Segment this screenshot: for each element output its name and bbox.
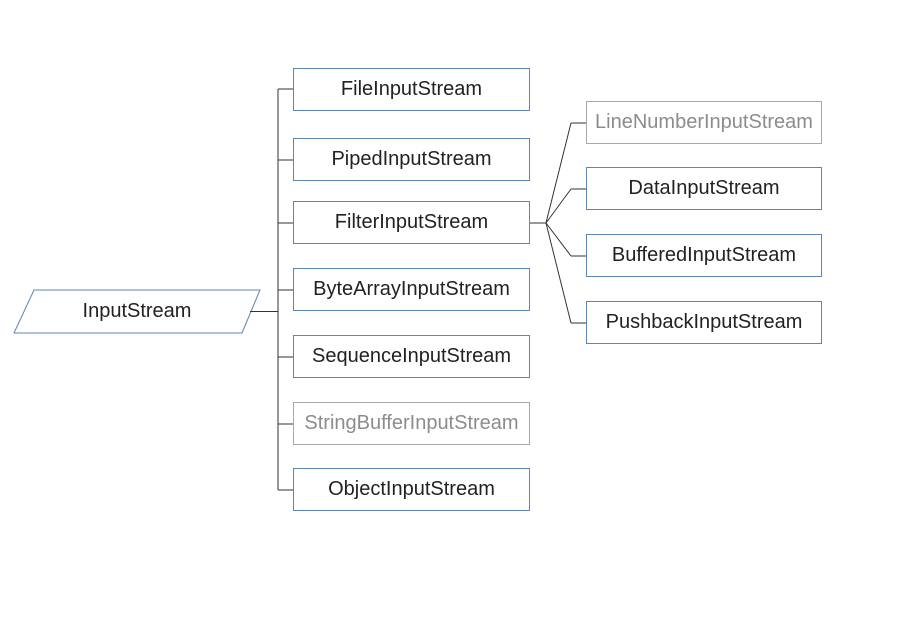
node-string-buffer-input-stream: StringBufferInputStream <box>293 402 530 445</box>
fan-linenumber <box>545 122 572 224</box>
node-piped-input-stream: PipedInputStream <box>293 138 530 181</box>
fan-data <box>545 188 572 224</box>
node-buffered-input-stream: BufferedInputStream <box>586 234 822 277</box>
node-byte-array-input-stream: ByteArrayInputStream <box>293 268 530 311</box>
node-file-input-stream: FileInputStream <box>293 68 530 111</box>
fan-pushback <box>545 222 572 324</box>
node-filter-input-stream: FilterInputStream <box>293 201 530 244</box>
node-line-number-input-stream: LineNumberInputStream <box>586 101 822 144</box>
node-data-input-stream: DataInputStream <box>586 167 822 210</box>
node-pushback-input-stream: PushbackInputStream <box>586 301 822 344</box>
node-object-input-stream: ObjectInputStream <box>293 468 530 511</box>
root-shape <box>13 289 261 334</box>
node-sequence-input-stream: SequenceInputStream <box>293 335 530 378</box>
fan-buffered <box>545 222 572 257</box>
root-node-label: InputStream <box>82 300 192 322</box>
